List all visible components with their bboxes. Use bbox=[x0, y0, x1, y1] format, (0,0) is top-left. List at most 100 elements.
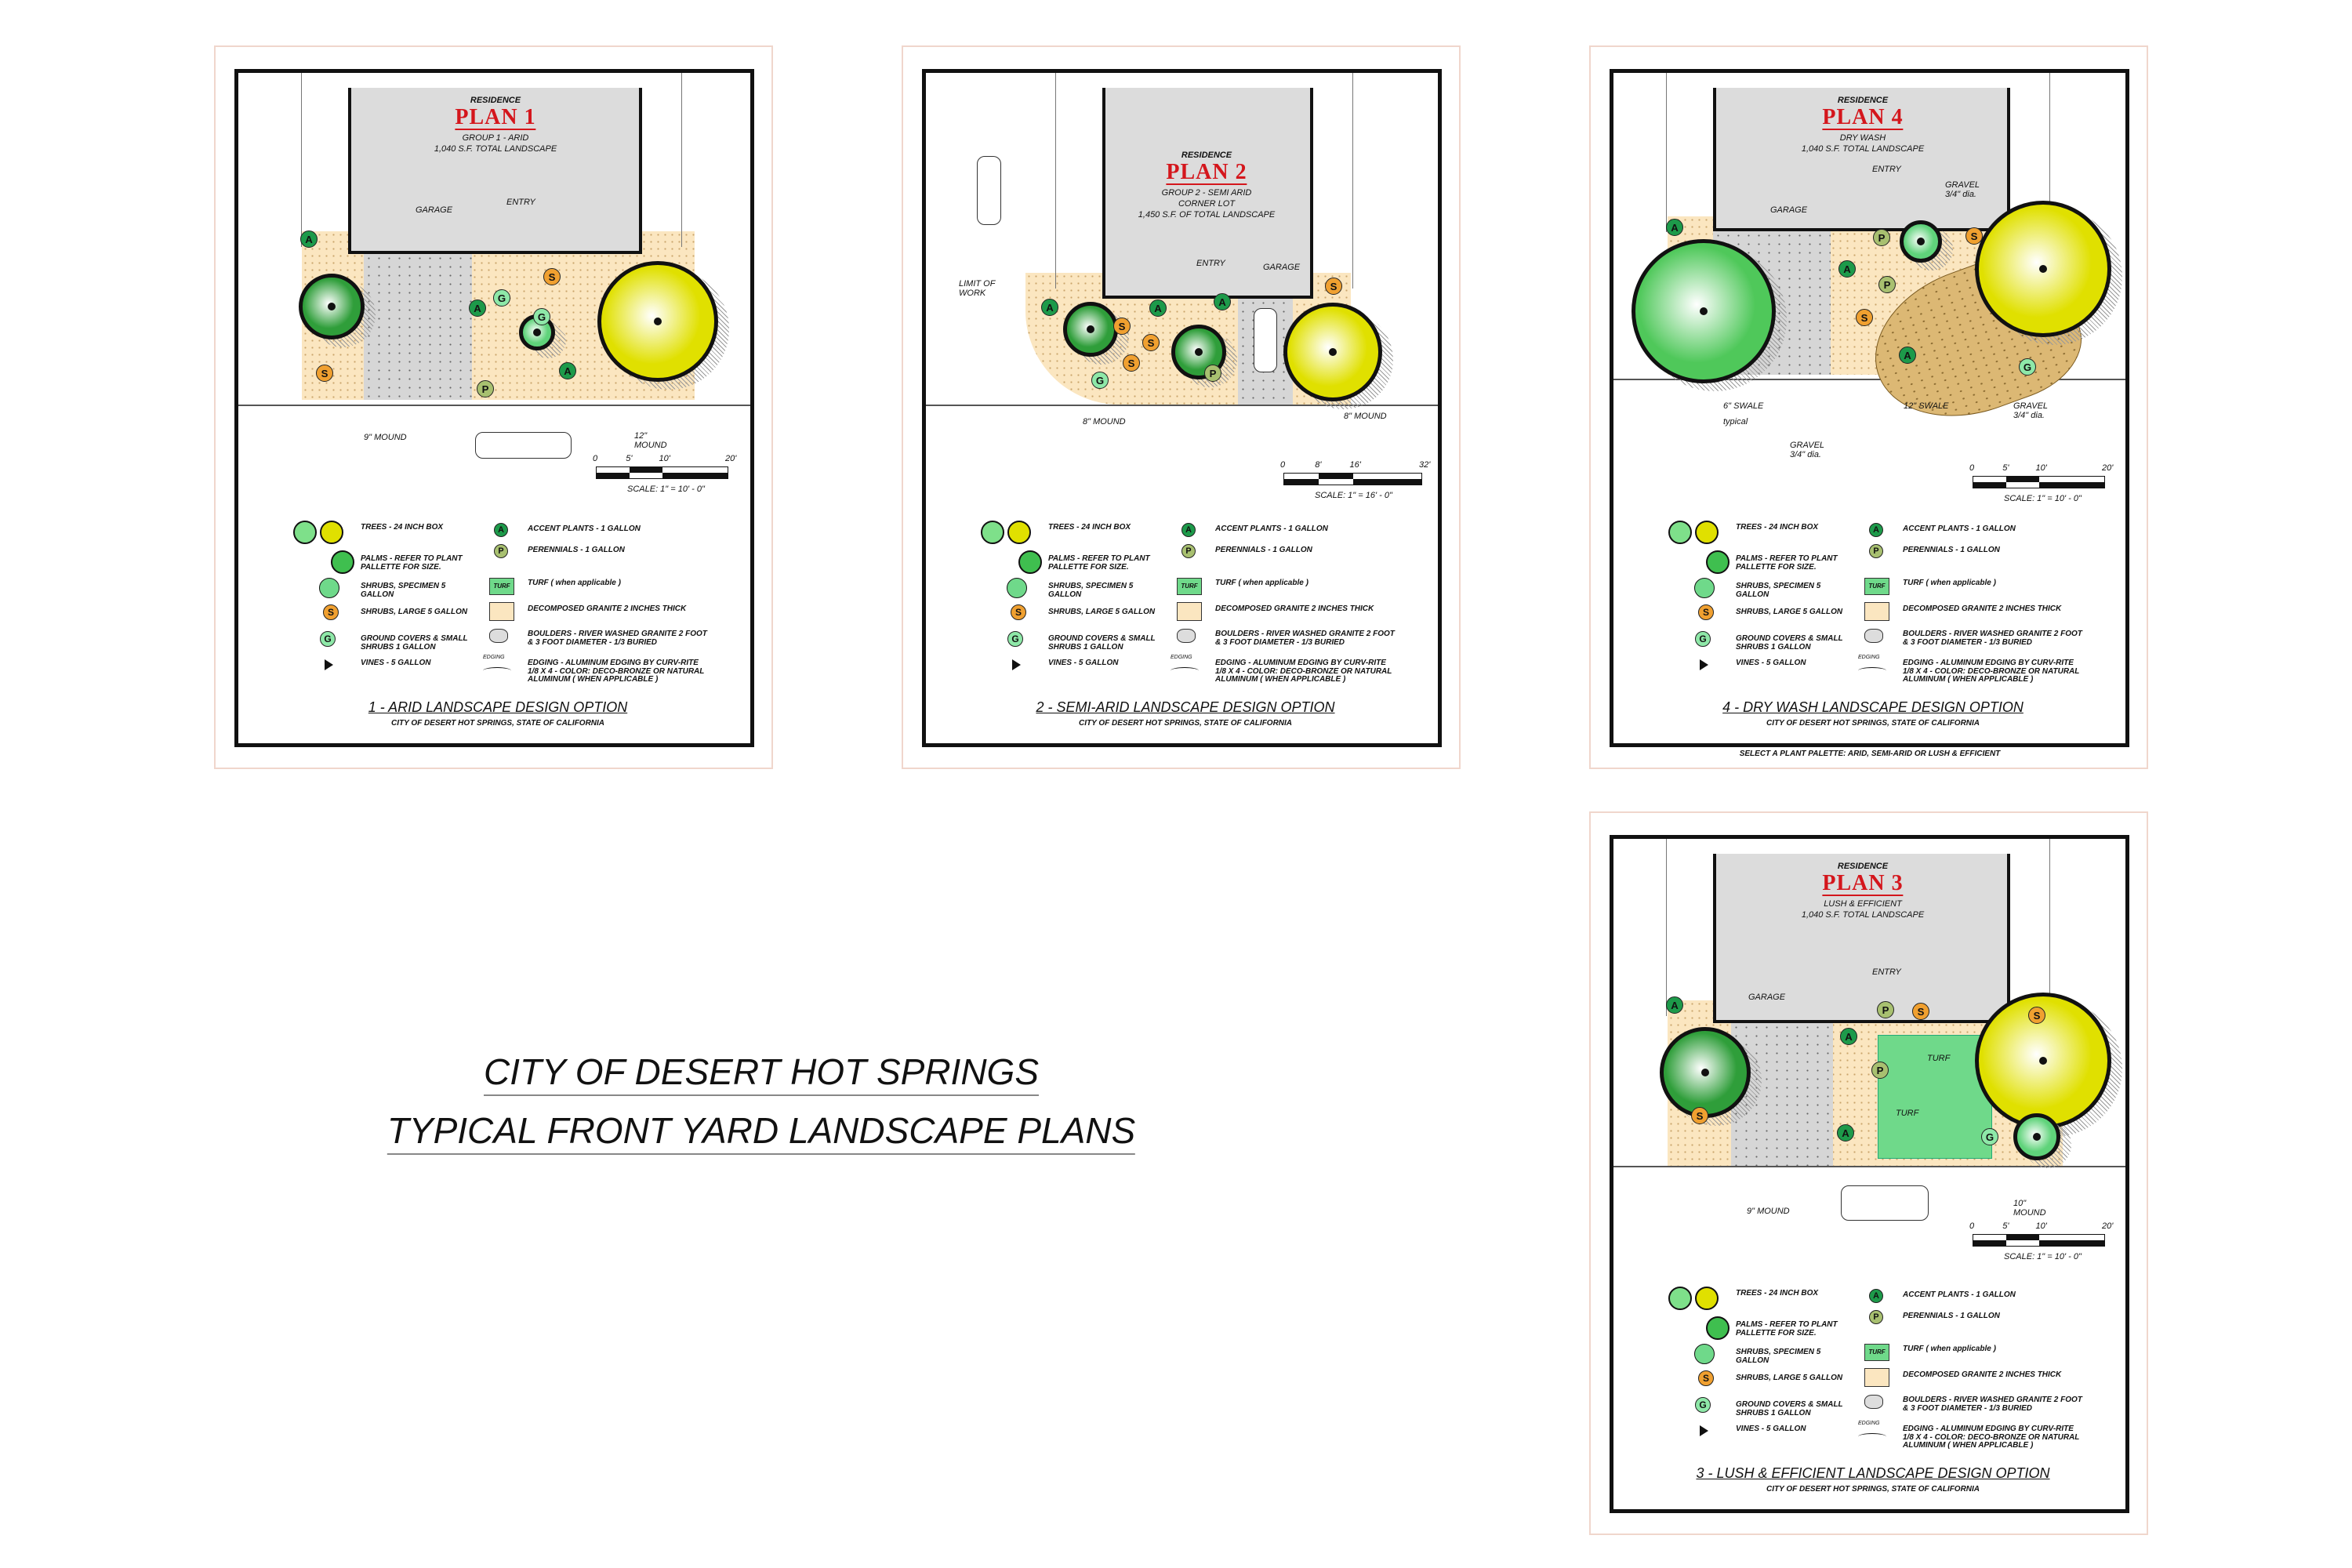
legend-item-label: ACCENT PLANTS - 1 GALLON bbox=[1215, 524, 1328, 533]
plant-symbol-accent: A bbox=[1838, 260, 1856, 278]
plant-symbol-shrub_large: S bbox=[1325, 278, 1342, 295]
legend-item-label: TREES - 24 INCH BOX bbox=[1736, 523, 1819, 532]
street-curb-line bbox=[238, 405, 750, 406]
legend-item-label: VINES - 5 GALLON bbox=[1736, 1425, 1806, 1433]
tree-trunk-dot bbox=[2033, 1133, 2041, 1141]
legend-specimen-shrub-icon bbox=[1694, 578, 1715, 598]
graphic-scale-bar bbox=[1973, 1234, 2105, 1247]
graphic-scale-bar bbox=[596, 466, 728, 479]
plant-symbol-perennial: P bbox=[1878, 276, 1896, 293]
legend-item-label: GROUND COVERS & SMALL SHRUBS 1 GALLON bbox=[361, 634, 468, 652]
legend-item-label: SHRUBS, SPECIMEN 5 GALLON bbox=[1736, 1348, 1821, 1365]
tree-trunk-dot bbox=[1917, 238, 1925, 245]
scale-bar-segment bbox=[1352, 474, 1388, 485]
legend-turf-swatch: TURF bbox=[1177, 578, 1202, 595]
legend-tree-yellow-icon bbox=[1007, 521, 1031, 544]
legend-item-label: SHRUBS, LARGE 5 GALLON bbox=[361, 608, 468, 616]
legend-item-label: PALMS - REFER TO PLANT PALLETTE FOR SIZE… bbox=[1736, 1320, 1838, 1338]
design-option-subtitle: CITY OF DESERT HOT SPRINGS, STATE OF CAL… bbox=[1766, 1485, 1980, 1494]
legend-item-label: GROUND COVERS & SMALL SHRUBS 1 GALLON bbox=[1736, 1400, 1843, 1417]
scale-text: SCALE: 1" = 10' - 0" bbox=[627, 485, 705, 494]
legend-item-label: TURF ( when applicable ) bbox=[1903, 579, 1996, 587]
plan-group-label: GROUP 2 - SEMI ARID bbox=[1161, 188, 1252, 198]
plan-annotation: GARAGE bbox=[1770, 205, 1808, 215]
scale-tick-label: 20' bbox=[725, 454, 737, 463]
plant-symbol-shrub_large: S bbox=[1856, 309, 1873, 326]
tree-trunk-dot bbox=[1329, 348, 1337, 356]
scale-bar-segment bbox=[1387, 474, 1421, 485]
scale-bar-segment bbox=[695, 467, 728, 478]
plan-area-label: 1,040 S.F. TOTAL LANDSCAPE bbox=[434, 144, 557, 154]
legend-item-label: PERENNIALS - 1 GALLON bbox=[1903, 1312, 2000, 1320]
plant-symbol-accent: A bbox=[300, 230, 318, 248]
legend-edging-label: EDGING bbox=[1858, 1421, 1880, 1426]
legend-vine-icon bbox=[1012, 659, 1021, 670]
legend-accent-icon: A bbox=[494, 523, 508, 537]
plan-number-title: PLAN 4 bbox=[1822, 105, 1904, 131]
main-title-line1: CITY OF DESERT HOT SPRINGS bbox=[483, 1051, 1040, 1096]
scale-tick-label: 10' bbox=[2035, 1221, 2047, 1231]
plan-annotation: 10" MOUND bbox=[2013, 1199, 2046, 1218]
legend-edging-icon bbox=[483, 667, 511, 674]
tree-trunk-dot bbox=[2039, 265, 2047, 273]
scale-tick-label: 32' bbox=[1419, 460, 1431, 470]
legend-tree-green-icon bbox=[981, 521, 1004, 544]
plan-annotation: GARAGE bbox=[1263, 263, 1301, 272]
plan-group-label: LUSH & EFFICIENT bbox=[1824, 899, 1902, 909]
legend-edging-icon bbox=[1858, 1433, 1886, 1440]
legend-item-label: EDGING - ALUMINUM EDGING BY CURV-RITE 1/… bbox=[1903, 659, 2080, 684]
legend-accent-icon: A bbox=[1181, 523, 1196, 537]
plan-annotation: GARAGE bbox=[1748, 993, 1786, 1002]
plant-symbol-ground_cover: G bbox=[1981, 1128, 1998, 1145]
legend-item-label: ACCENT PLANTS - 1 GALLON bbox=[1903, 1290, 2016, 1299]
plan-area-label: 1,040 S.F. TOTAL LANDSCAPE bbox=[1801, 910, 1925, 920]
scale-bar-segment bbox=[1973, 1235, 2006, 1246]
legend-item-label: DECOMPOSED GRANITE 2 INCHES THICK bbox=[1903, 1370, 2062, 1379]
property-line bbox=[301, 73, 302, 247]
plan-annotation: ENTRY bbox=[1872, 967, 1901, 977]
legend-turf-swatch: TURF bbox=[1864, 578, 1889, 595]
plan-annotation: 8" MOUND bbox=[1344, 412, 1387, 421]
plant-symbol-shrub_large: S bbox=[543, 268, 561, 285]
plan-annotation: GRAVEL 3/4" dia. bbox=[1945, 180, 1980, 199]
residence-label: RESIDENCE bbox=[1837, 862, 1889, 871]
legend-item-label: BOULDERS - RIVER WASHED GRANITE 2 FOOT &… bbox=[1215, 630, 1395, 647]
scale-bar-segment bbox=[2005, 477, 2039, 488]
residence-label: RESIDENCE bbox=[1181, 151, 1232, 160]
plant-symbol-accent: A bbox=[559, 362, 576, 379]
scale-tick-label: 0 bbox=[1969, 1221, 1975, 1231]
scale-tick-label: 0 bbox=[1969, 463, 1975, 473]
plant-symbol-ground_cover: G bbox=[493, 289, 510, 307]
design-option-title: 3 - LUSH & EFFICIENT LANDSCAPE DESIGN OP… bbox=[1696, 1465, 2050, 1481]
shade-tree-yellow-icon bbox=[1283, 303, 1382, 401]
legend-item-label: PERENNIALS - 1 GALLON bbox=[1215, 546, 1312, 554]
legend-palm-icon bbox=[331, 550, 354, 574]
plan-annotation: 9" MOUND bbox=[364, 433, 407, 442]
shade-tree-yellow-icon bbox=[597, 261, 718, 382]
legend-item-label: EDGING - ALUMINUM EDGING BY CURV-RITE 1/… bbox=[528, 659, 705, 684]
legend-item-label: TURF ( when applicable ) bbox=[1215, 579, 1308, 587]
car-outline-icon bbox=[1254, 308, 1277, 372]
scale-text: SCALE: 1" = 16' - 0" bbox=[1315, 491, 1392, 500]
legend-tree-green-icon bbox=[1668, 1287, 1692, 1310]
legend-tree-yellow-icon bbox=[320, 521, 343, 544]
car-outline-icon bbox=[475, 432, 572, 459]
plan-annotation: 12" MOUND bbox=[634, 431, 667, 450]
property-line bbox=[1666, 839, 1667, 1016]
legend-boulder-icon bbox=[1864, 629, 1883, 643]
plant-palette-note: SELECT A PLANT PALETTE: ARID, SEMI-ARID … bbox=[1739, 750, 2001, 758]
plan-area-label: 1,040 S.F. TOTAL LANDSCAPE bbox=[1801, 144, 1925, 154]
legend-accent-icon: A bbox=[1869, 1289, 1883, 1303]
legend-item-label: SHRUBS, LARGE 5 GALLON bbox=[1048, 608, 1156, 616]
plant-symbol-accent: A bbox=[1041, 299, 1058, 316]
plant-symbol-shrub_large: S bbox=[1691, 1107, 1708, 1124]
legend-turf-swatch: TURF bbox=[489, 578, 514, 595]
tree-trunk-dot bbox=[1700, 307, 1708, 315]
specimen-shrub-icon bbox=[1900, 220, 1942, 263]
legend-vine-icon bbox=[1700, 659, 1708, 670]
street-curb-line bbox=[926, 405, 1438, 406]
